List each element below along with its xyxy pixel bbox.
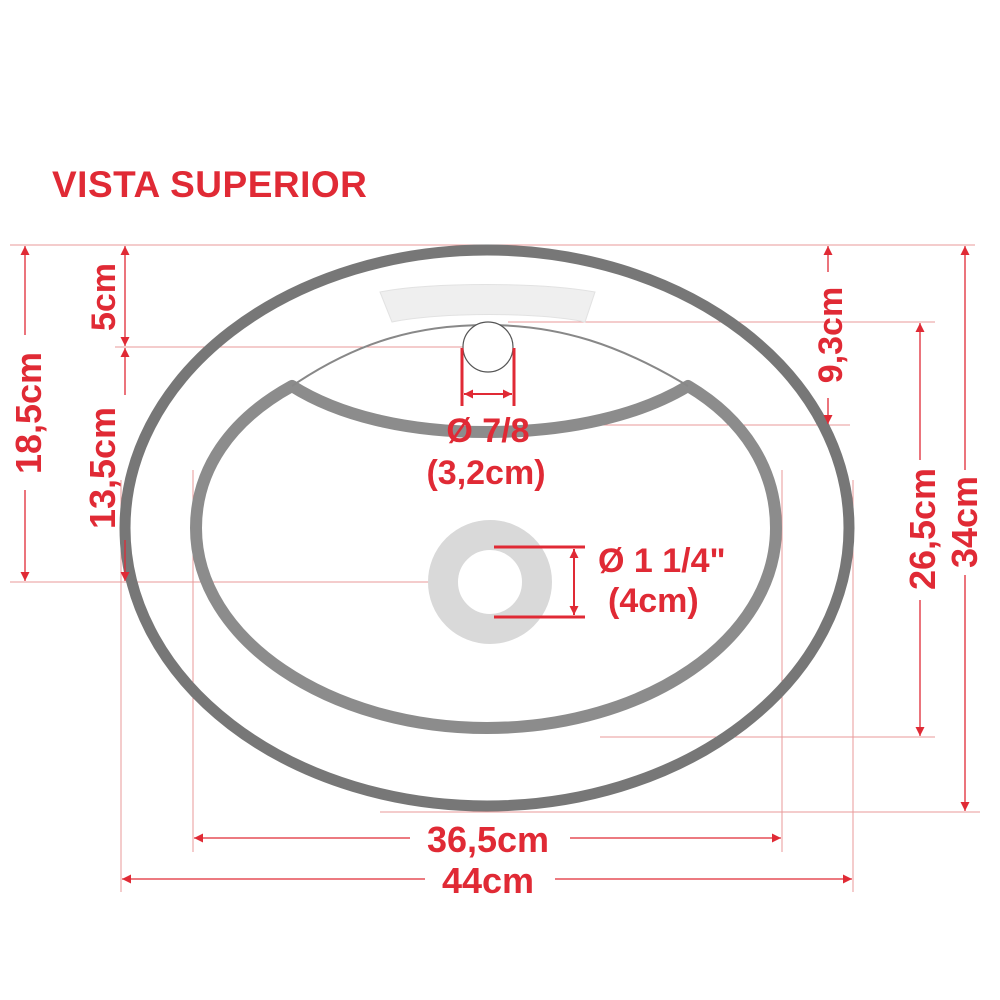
dim-left-bottom: 13,5cm [82,407,123,529]
dim-left-total: 18,5cm [8,352,49,474]
faucet-hole-dimension [460,348,516,406]
inner-bowl [190,380,782,734]
dimension-lines [20,246,970,884]
dim-right-inner: 26,5cm [902,468,943,590]
drain-diameter-label: Ø 1 1/4" [598,542,726,580]
dim-left-top: 5cm [85,263,123,331]
drain-ring [428,520,552,644]
view-title: VISTA SUPERIOR [52,164,368,205]
dim-right-top: 9,3cm [812,287,850,383]
faucet-hole-metric-label: (3,2cm) [426,454,545,492]
drain-metric-label: (4cm) [608,582,699,620]
outer-rim [119,244,855,812]
faucet-hole [462,321,514,373]
faucet-hole-diameter-label: Ø 7/8 [446,412,529,450]
overflow-slot [379,284,596,323]
dim-right-total: 34cm [944,476,985,568]
drain-dimension [494,545,585,619]
dim-bottom-total: 44cm [442,860,534,901]
dim-bottom-inner: 36,5cm [427,819,549,860]
